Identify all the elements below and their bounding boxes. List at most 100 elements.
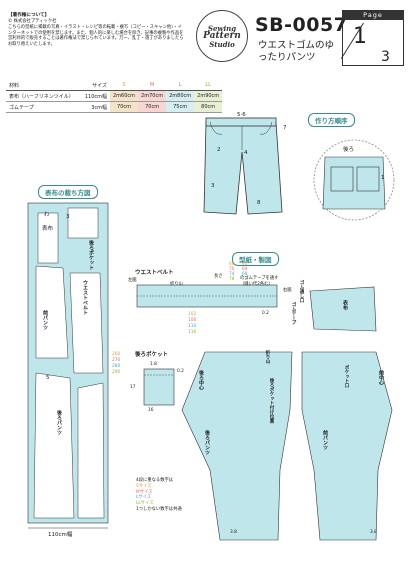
copyright-company: © 株式会社ブティック社 — [8, 19, 57, 24]
layout-n3: 3 — [66, 214, 70, 220]
legend-l: Lサイズ — [136, 495, 152, 501]
section-order-title: 作り方順序 — [308, 113, 355, 127]
belt-sizeb-l: 68 — [242, 272, 248, 277]
belt-num-l: 110 — [188, 324, 197, 329]
copyright-notes: 【著作権について】 © 株式会社ブティック社 こちらの型紙に掲載の写真・イラスト… — [8, 12, 186, 48]
belt-title: ウエストベルト — [135, 270, 174, 276]
pants-illustration — [203, 117, 283, 215]
row-l: 75cm — [166, 101, 195, 113]
header-size: サイズ — [78, 80, 110, 91]
row-width: 3cm幅 — [78, 101, 110, 113]
belt-size-m: 70 — [229, 267, 235, 272]
header-ll: LL — [194, 80, 223, 91]
back-pants-label: 後ろパンツ — [204, 430, 210, 455]
row-name: ゴムテープ — [6, 101, 78, 113]
table-row: ゴムテープ 3cm幅 70cm 70cm 75cm 80cm — [6, 101, 223, 113]
pocket-a: 1.8 — [150, 362, 157, 367]
logo-line-1: Sewing — [207, 23, 237, 33]
back-pants-pattern — [181, 351, 293, 541]
front-center: 前中心 — [378, 370, 384, 385]
layout-len-l: 280 — [112, 364, 121, 369]
belt-right: 右脇 — [283, 288, 292, 293]
header-l: L — [166, 80, 195, 91]
belt-note3: （縫い代2各む） — [240, 282, 273, 287]
header-s: S — [110, 80, 139, 91]
row-l: 2m80cm — [166, 90, 195, 102]
copyright-title: 【著作権について】 — [8, 13, 50, 18]
row-name: 表布（ハーフリネンツイル） — [6, 90, 78, 102]
layout-omote: 表布 — [42, 226, 54, 232]
legend-ll: LLサイズ — [136, 501, 154, 507]
belt-gomu: ゴム通し口 — [299, 280, 304, 303]
pocket-title: 後ろポケット — [135, 352, 169, 358]
pocket-diagram — [143, 368, 175, 406]
back-detail-1: 1 — [381, 175, 385, 181]
layout-width: 110cm幅 — [48, 532, 73, 538]
table-header-row: 材料 サイズ S M L LL — [6, 80, 223, 91]
materials-table: 材料 サイズ S M L LL 表布（ハーフリネンツイル） 110cm幅 2m6… — [6, 80, 223, 113]
section-order: 作り方順序 — [308, 113, 355, 127]
front-pocket-pos: ポケット口 — [344, 365, 349, 388]
product-code: SB-0057 — [255, 14, 348, 36]
front-hem: 3.8 — [370, 530, 377, 535]
belt-sizeb-ll: 72 — [242, 277, 248, 282]
section-pattern-title: 型紙・製図 — [232, 252, 279, 266]
pocket-h: 17 — [130, 385, 136, 390]
layout-fold: わ — [44, 212, 50, 218]
back-hem: 3.8 — [230, 530, 237, 535]
copyright-body: こちらの型紙に掲載の写真・イラスト・レシピ等の転載・複写（コピー・スキャン他）・… — [8, 24, 184, 48]
belt-elastic: ゴムテープ — [291, 302, 296, 325]
header-m: M — [138, 80, 167, 91]
row-ll: 80cm — [194, 101, 223, 113]
row-m: 2m70cm — [138, 90, 167, 102]
front-pants-pattern — [301, 351, 393, 541]
table-row: 表布（ハーフリネンツイル） 110cm幅 2m60cm 2m70cm 2m80c… — [6, 90, 223, 102]
back-detail-circle — [313, 139, 395, 221]
front-pants-label: 前パンツ — [322, 430, 328, 450]
belt-note1: 長さ — [214, 274, 223, 279]
logo-line-3: Studio — [209, 39, 235, 49]
belt-num-ll: 116 — [188, 330, 197, 335]
row-width: 110cm幅 — [78, 90, 110, 102]
size-legend: 4段に重なる数字は Sサイズ Mサイズ Lサイズ LLサイズ 1つしかない数字は… — [136, 478, 192, 513]
pocket-b: 0.2 — [177, 369, 184, 374]
layout-len-ll: 290 — [112, 370, 121, 375]
page-indicator: Page 1 3 — [340, 10, 404, 66]
section-pattern: 型紙・製図 — [232, 252, 279, 266]
order-7: 7 — [283, 125, 287, 131]
belt-fold: 折り山 — [170, 282, 183, 287]
layout-back: 後ろパンツ — [56, 410, 62, 435]
layout-len-s: 260 — [112, 352, 121, 357]
belt-piece-omote: 表布 — [342, 300, 348, 310]
belt-sizeb-m: 64 — [242, 267, 248, 272]
belt-dim: 0.2 — [262, 311, 269, 316]
pocket-w: 16 — [148, 408, 154, 413]
belt-diagram — [136, 284, 278, 308]
section-layout-title: 表布の裁ち方図 — [38, 185, 98, 199]
section-layout: 表布の裁ち方図 — [38, 185, 98, 199]
legend-m: Mサイズ — [136, 489, 153, 495]
row-s: 2m60cm — [110, 90, 139, 102]
page-total: 3 — [381, 49, 390, 65]
legend-title: 4段に重なる数字は — [136, 478, 174, 483]
layout-waistbelt: ウエストベルト — [82, 280, 88, 315]
layout-front: 前パンツ — [42, 310, 48, 330]
belt-size-l: 74 — [229, 272, 235, 277]
row-s: 70cm — [110, 101, 139, 113]
layout-n5: 5 — [46, 375, 50, 381]
order-56: 5·6 — [237, 112, 246, 118]
belt-note2: のゴムテープを通す — [240, 276, 279, 281]
legend-s: Sサイズ — [136, 483, 152, 489]
belt-size-s: 66 — [229, 262, 235, 267]
back-center: 後ろ中心 — [198, 370, 204, 390]
studio-logo: Sewing Pattern Studio — [196, 10, 248, 62]
belt-sizeb-s: 60 — [242, 262, 248, 267]
logo-line-2: Pattern — [203, 30, 241, 41]
layout-len-m: 270 — [112, 358, 121, 363]
product-name: ウエストゴムのゆったりパンツ — [258, 40, 335, 63]
legend-note: 1つしかない数字は共通 — [136, 506, 182, 512]
layout-diagram — [27, 202, 109, 529]
back-detail-label: 後ろ — [343, 147, 355, 153]
header-item: 材料 — [6, 80, 78, 91]
belt-num-m: 106 — [188, 318, 197, 323]
